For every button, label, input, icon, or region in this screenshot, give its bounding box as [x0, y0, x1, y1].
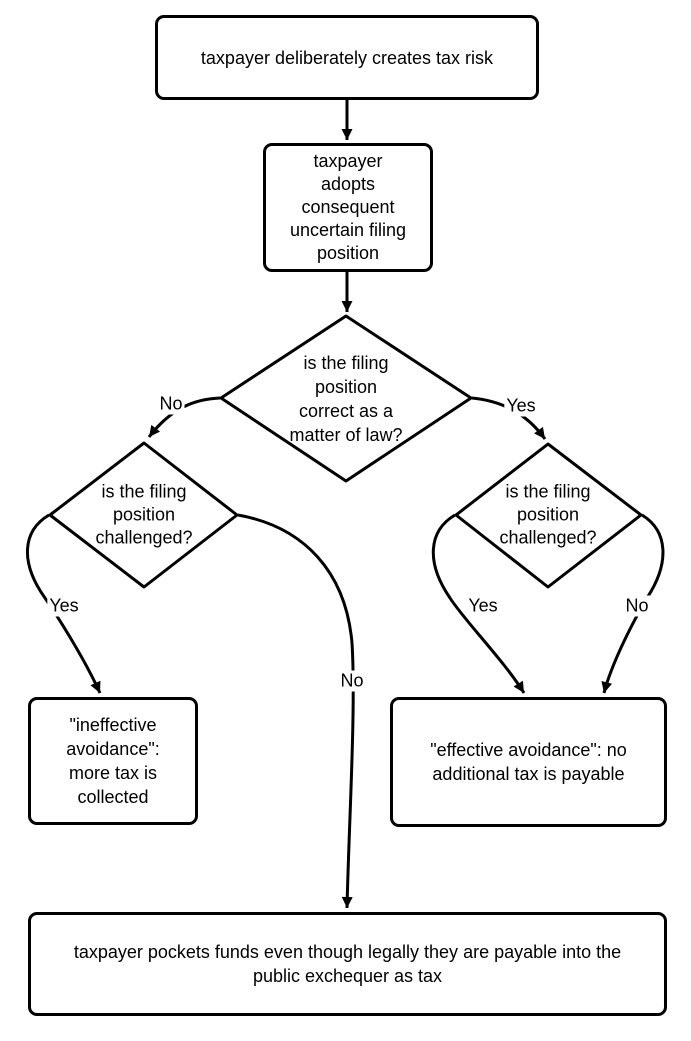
- decision-challenged-left: [48, 441, 239, 589]
- node-taxpayer-pockets-funds-text: public exchequer as tax: [252, 966, 443, 986]
- decision-correct-in-law-label: is the filing position correct as a matt…: [289, 353, 403, 445]
- node-ineffective-avoidance-text: avoidance":: [66, 739, 160, 759]
- node-create-risk-text: taxpayer deliberately creates tax risk: [200, 47, 494, 68]
- edge-leftdiamond-no-to-pockets: [237, 513, 355, 909]
- node-effective-avoidance: "effective avoidance": no additional tax…: [390, 697, 667, 827]
- node-ineffective-avoidance-text: collected: [77, 787, 149, 807]
- node-ineffective-avoidance-text: more tax is: [68, 763, 158, 783]
- edge-label-right-yes: Yes: [466, 595, 500, 617]
- edge-rightdiamond-yes-to-effective: [431, 513, 526, 694]
- edge-label-left-yes: Yes: [47, 595, 81, 617]
- node-adopt-position: taxpayer adopts consequent uncertain fil…: [263, 143, 433, 272]
- node-ineffective-avoidance-text: "ineffective: [69, 715, 157, 735]
- node-effective-avoidance-text: "effective avoidance": no: [430, 740, 627, 760]
- edge-leftdiamond-yes-to-ineffective: [25, 513, 102, 694]
- node-create-risk: taxpayer deliberately creates tax risk: [155, 15, 539, 100]
- decision-correct-in-law: [219, 314, 473, 483]
- node-adopt-position-text: adopts: [320, 174, 376, 194]
- edge-label-central-no: No: [157, 393, 185, 415]
- edge-label-left-no: No: [338, 670, 366, 692]
- node-adopt-position-text: position: [316, 243, 380, 263]
- node-adopt-position-text: uncertain filing: [289, 220, 407, 240]
- edge-label-central-yes: Yes: [504, 395, 538, 417]
- node-adopt-position-text: taxpayer: [313, 151, 383, 171]
- node-adopt-position-text: consequent: [301, 197, 395, 217]
- decision-challenged-right: [454, 442, 643, 589]
- decision-challenged-right-label: is the filing position challenged?: [499, 481, 597, 548]
- decision-challenged-left-label: is the filing position challenged?: [95, 481, 193, 548]
- node-taxpayer-pockets-funds: taxpayer pockets funds even though legal…: [28, 912, 667, 1016]
- node-effective-avoidance-text: additional tax is payable: [432, 764, 625, 784]
- node-ineffective-avoidance: "ineffective avoidance": more tax is col…: [28, 697, 198, 825]
- node-taxpayer-pockets-funds-text: taxpayer pockets funds even though legal…: [73, 942, 622, 962]
- edge-label-right-no: No: [623, 595, 651, 617]
